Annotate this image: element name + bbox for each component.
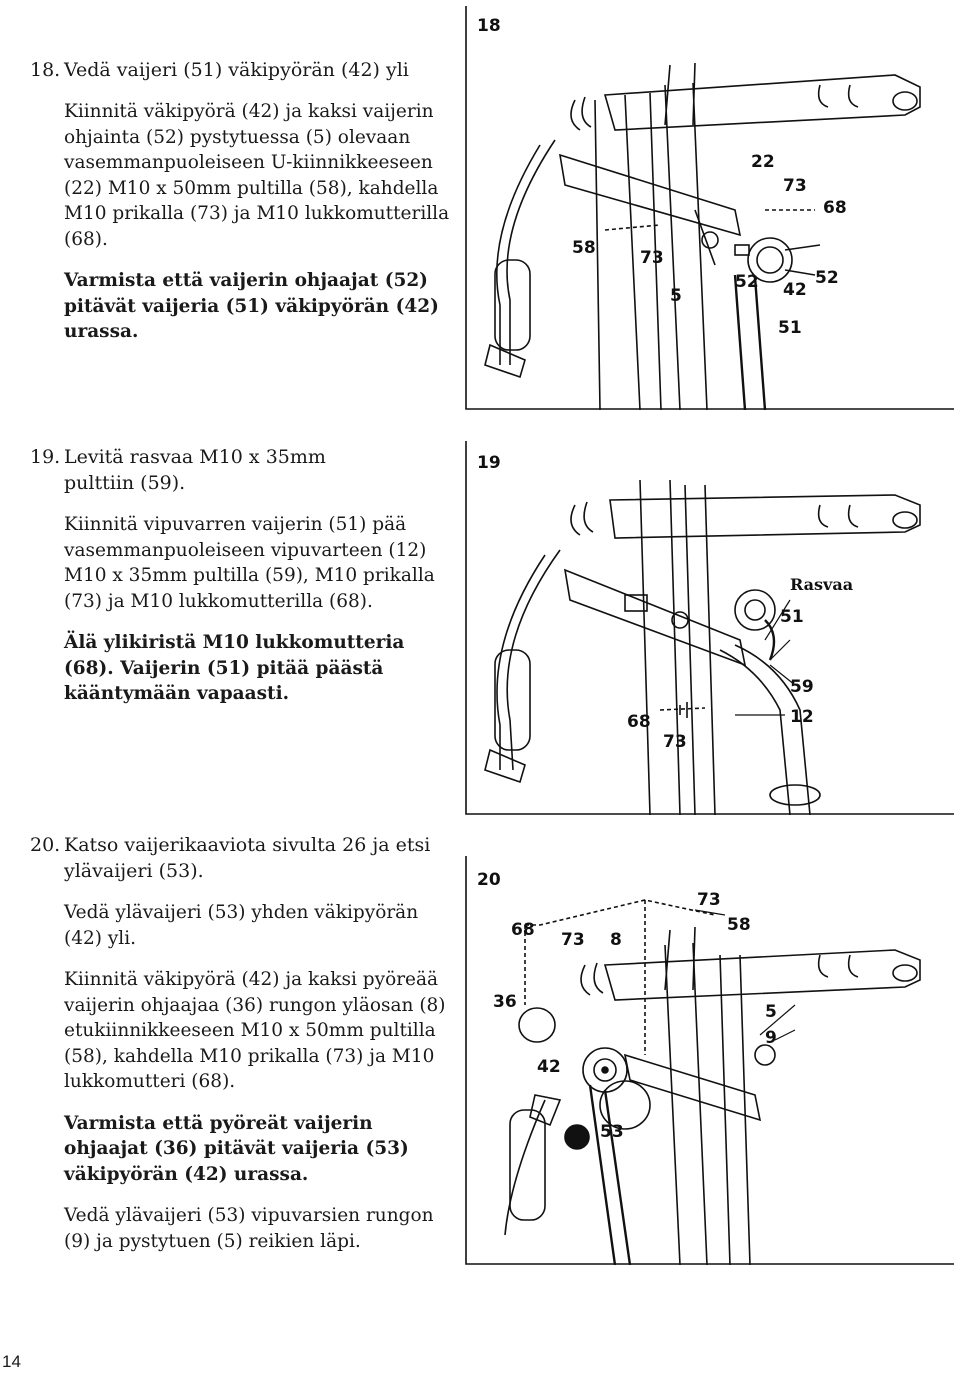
figure-tag: 20 [477,870,501,890]
page-number: 14 [2,1352,21,1371]
part-label: 51 [780,607,804,627]
part-label: 52 [815,268,839,288]
part-label: 51 [778,318,802,338]
step-title: Katso vaijerikaaviota sivulta 26 ja etsi… [64,834,431,882]
upright-frame [484,62,921,410]
step-warning: Älä ylikiristä M10 lukkomutteria (68). V… [64,632,405,704]
part-label: 68 [823,198,847,218]
step-paragraph: Kiinnitä vipuvarren vaijerin (51) pää va… [64,514,435,612]
part-label: 36 [493,992,517,1012]
step-number: 18. [30,59,61,81]
step-paragraph: Kiinnitä väkipyörä (42) ja kaksi pyöreää… [64,969,446,1092]
step-20: 20.Katso vaijerikaaviota sivulta 26 ja e… [30,832,450,1254]
figure-tag: 19 [477,453,501,473]
step-warning: Varmista että pyöreät vaijerin ohjaajat … [64,1112,409,1185]
part-label: 59 [790,677,814,697]
figure-tag: 18 [477,16,501,36]
part-label: 5 [670,286,682,306]
step-paragraph: Vedä ylävaijeri (53) yhden väkipyörän (4… [64,902,419,949]
step-number: 20. [30,834,61,856]
step-19: 19.Levitä rasvaa M10 x 35mm pulttiin (59… [30,444,450,707]
part-label: 22 [751,152,775,172]
figure-step-19: 19 R [465,440,955,815]
upright-frame [504,899,921,1265]
assembly-diagram-20: 20 [465,856,954,1265]
part-label: 12 [790,707,814,727]
step-number: 19. [30,446,61,468]
part-label: 9 [765,1028,777,1048]
part-label: 73 [697,890,721,910]
part-label: 52 [735,272,759,292]
part-label: 73 [640,248,664,268]
part-label: 53 [600,1122,624,1142]
part-label: 58 [727,915,751,935]
figure-step-20: 20 [465,855,955,1265]
part-label: 68 [511,920,535,940]
assembly-diagram-18: 18 [465,6,954,410]
part-label: 68 [627,712,651,732]
part-label: 73 [663,732,687,752]
figure-step-18: 18 [465,5,955,410]
part-label: 42 [783,280,807,300]
upright-frame [484,479,921,815]
part-label: Rasvaa [790,575,853,594]
assembly-diagram-19: 19 R [465,441,954,815]
part-label: 42 [537,1057,561,1077]
part-label: 73 [561,930,585,950]
part-label: 73 [783,176,807,196]
part-label: 58 [572,238,596,258]
step-paragraph: Kiinnitä väkipyörä (42) ja kaksi vaijeri… [64,101,450,250]
step-title: Vedä vaijeri (51) väkipyörän (42) yli [64,59,409,81]
part-label: 5 [765,1002,777,1022]
step-paragraph: Vedä ylävaijeri (53) vipuvarsien rungon … [64,1205,434,1252]
part-label: 8 [610,930,622,950]
step-title: Levitä rasvaa M10 x 35mm pulttiin (59). [64,446,326,494]
step-18: 18.Vedä vaijeri (51) väkipyörän (42) yli… [30,57,450,345]
step-warning: Varmista että vaijerin ohjaajat (52) pit… [64,270,439,342]
